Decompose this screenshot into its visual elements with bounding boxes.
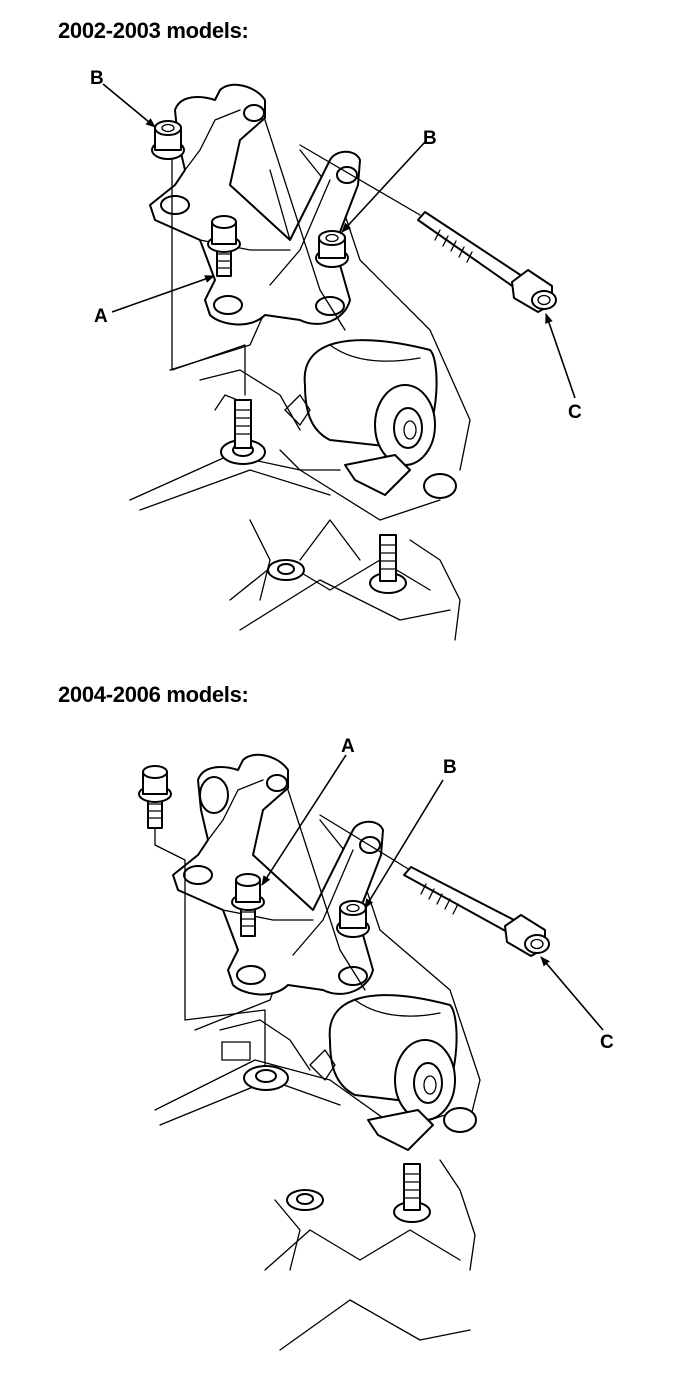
section-heading-2004-2006: 2004-2006 models: (58, 682, 249, 707)
callout-leader-b-center (341, 141, 426, 233)
callout-leader-c (540, 956, 604, 1031)
mount-bracket (172, 753, 384, 996)
callout-leader-c (545, 313, 576, 399)
callout-b: B (443, 757, 457, 778)
lower-stud-left (220, 399, 266, 465)
callout-a: A (94, 306, 108, 327)
flange-nut-b-center (315, 230, 349, 268)
bolt-alignment-line-through (299, 144, 421, 216)
lower-stud-right (286, 1163, 431, 1223)
bolt-alignment-line-right (264, 119, 346, 331)
callout-c: C (600, 1032, 614, 1053)
callout-a: A (341, 736, 355, 757)
callout-b-upper: B (90, 68, 104, 89)
flange-nut-b (336, 900, 370, 938)
through-bolt-c (417, 211, 557, 313)
rubber-mount-bushing (309, 994, 458, 1151)
mount-bracket (149, 83, 361, 326)
bolt-alignment-line-right (287, 789, 366, 991)
callout-b-center: B (423, 128, 437, 149)
lower-stud-left (243, 1065, 289, 1091)
flange-bolt-a (231, 873, 265, 937)
bolt-alignment-line-left (171, 159, 246, 396)
callout-leader-a (261, 754, 347, 886)
bolt-alignment-line-left (154, 824, 266, 1066)
bolt-alignment-line-through (319, 814, 411, 871)
through-bolt-c (403, 866, 550, 957)
rubber-mount-bushing (284, 339, 438, 496)
flange-bolt-loose (138, 765, 172, 829)
callout-leader-a (111, 275, 215, 313)
callout-c: C (568, 402, 582, 423)
flange-bolt-a (207, 215, 241, 277)
lower-stud-right (267, 534, 407, 594)
callout-leader-b-upper (102, 83, 156, 128)
callout-leader-b (364, 779, 444, 909)
section-heading-2002-2003: 2002-2003 models: (58, 18, 249, 43)
engine-mount-diagram-2004-2006: A B C (138, 736, 614, 1351)
engine-mount-diagram-2002-2003: B B A C (90, 68, 582, 641)
flange-nut-b-upper (151, 120, 185, 160)
